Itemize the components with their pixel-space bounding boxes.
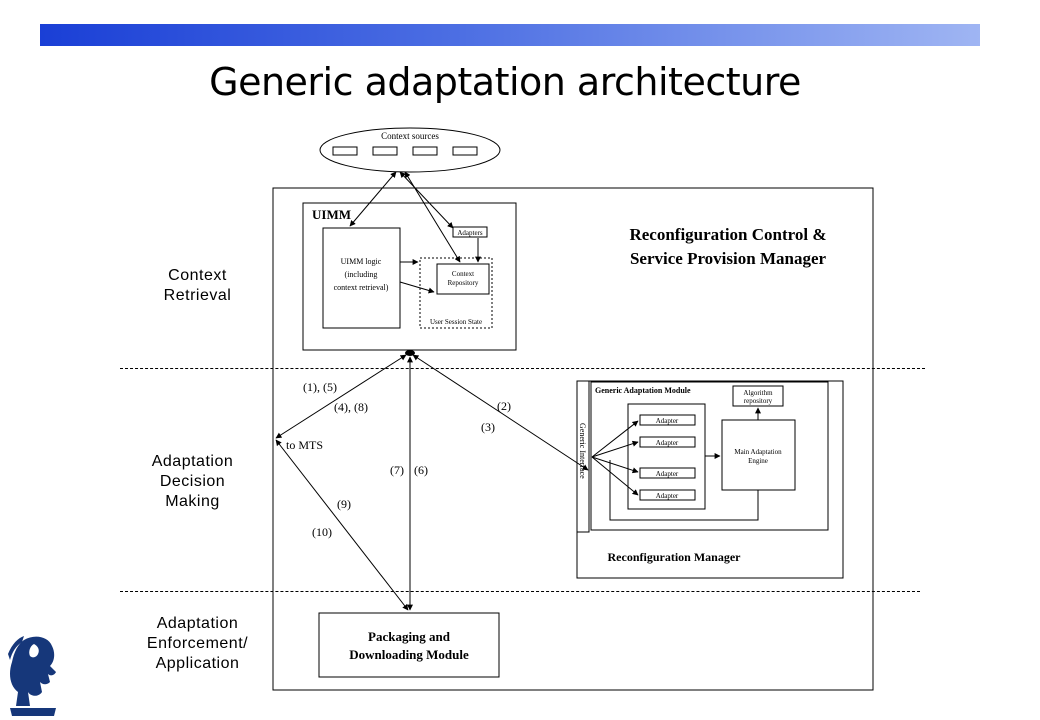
adapter-label-1: Adapter <box>656 417 679 425</box>
arrow-hub-mts <box>275 354 407 439</box>
arrow-hub-gam <box>412 354 589 471</box>
title-accent-bar <box>40 24 980 46</box>
packaging-module-line2: Downloading Module <box>349 647 469 662</box>
user-session-state-label: User Session State <box>430 318 482 326</box>
flow-label-10: (10) <box>312 525 332 539</box>
packaging-module-box <box>318 612 500 678</box>
generic-interface-label: Generic Interface <box>578 423 587 479</box>
flow-label-4-8: (4), (8) <box>334 400 368 414</box>
algorithm-repository-line2: repository <box>744 397 773 405</box>
context-repository-line1: Context <box>452 270 474 278</box>
adapter-label-2: Adapter <box>656 439 679 447</box>
context-source-box <box>332 146 358 156</box>
main-adaptation-engine-line2: Engine <box>748 457 768 465</box>
label-adaptation-enforcement: Adaptation Enforcement/ Application <box>146 615 249 672</box>
university-logo <box>8 636 56 716</box>
algorithm-repository-line1: Algorithm <box>743 389 773 397</box>
adapter-label-3: Adapter <box>656 470 679 478</box>
context-source-box <box>452 146 478 156</box>
context-sources: Context sources <box>319 127 501 173</box>
arrow-logic-to-repository <box>399 281 435 294</box>
label-adaptation-decision-making: Adaptation Decision Making <box>151 453 234 510</box>
adapter-box-2 <box>639 436 696 448</box>
context-sources-label: Context sources <box>381 131 439 141</box>
flow-label-3: (3) <box>481 420 495 434</box>
rcspm-box <box>272 187 874 691</box>
context-source-box <box>372 146 398 156</box>
flow-label-2: (2) <box>497 399 511 413</box>
arrow-to-adapter-3 <box>591 456 639 474</box>
rcspm-title-line2: Service Provision Manager <box>630 249 827 268</box>
slide-title: Generic adaptation architecture <box>209 60 801 104</box>
flow-label-7: (7) <box>390 463 404 477</box>
adapter-label-4: Adapter <box>656 492 679 500</box>
main-adaptation-engine-box <box>721 419 796 491</box>
to-mts-label: to MTS <box>286 438 323 452</box>
context-source-box <box>412 146 438 156</box>
uimm-logic-line2: (including <box>345 270 378 279</box>
adapter-box-3 <box>639 467 696 479</box>
flow-label-6: (6) <box>414 463 428 477</box>
uimm-label: UIMM <box>312 207 351 222</box>
context-repository-box <box>436 263 490 295</box>
arrow-to-adapter-1 <box>591 420 639 458</box>
label-context-retrieval: Context Retrieval <box>163 267 232 304</box>
adapter-box-4 <box>639 489 696 501</box>
arrow-sources-uimm <box>349 171 397 227</box>
context-repository-line2: Repository <box>448 279 479 287</box>
algorithm-repository-box <box>732 385 784 407</box>
arrow-to-adapter-2 <box>591 440 639 458</box>
flow-label-1-5: (1), (5) <box>303 380 337 394</box>
uimm-logic-line3: context retrieval) <box>334 283 389 292</box>
arrow-to-adapter-4 <box>591 456 639 496</box>
flow-label-9: (9) <box>337 497 351 511</box>
reconfiguration-manager-label: Reconfiguration Manager <box>608 550 742 564</box>
arrow-mts-packaging <box>275 439 409 611</box>
feedback-line <box>609 460 759 521</box>
generic-adaptation-module-label: Generic Adaptation Module <box>595 386 691 395</box>
adapters-label: Adapters <box>457 229 483 237</box>
packaging-module-line1: Packaging and <box>368 629 451 644</box>
adapter-box-1 <box>639 414 696 426</box>
separator-bottom <box>120 591 920 592</box>
uimm-logic-line1: UIMM logic <box>341 257 382 266</box>
arrow-sources-repository <box>404 171 461 263</box>
hub-node <box>405 350 415 356</box>
main-adaptation-engine-line1: Main Adaptation <box>734 448 782 456</box>
rcspm-title-line1: Reconfiguration Control & <box>629 225 826 244</box>
uimm-logic-box <box>322 227 401 329</box>
